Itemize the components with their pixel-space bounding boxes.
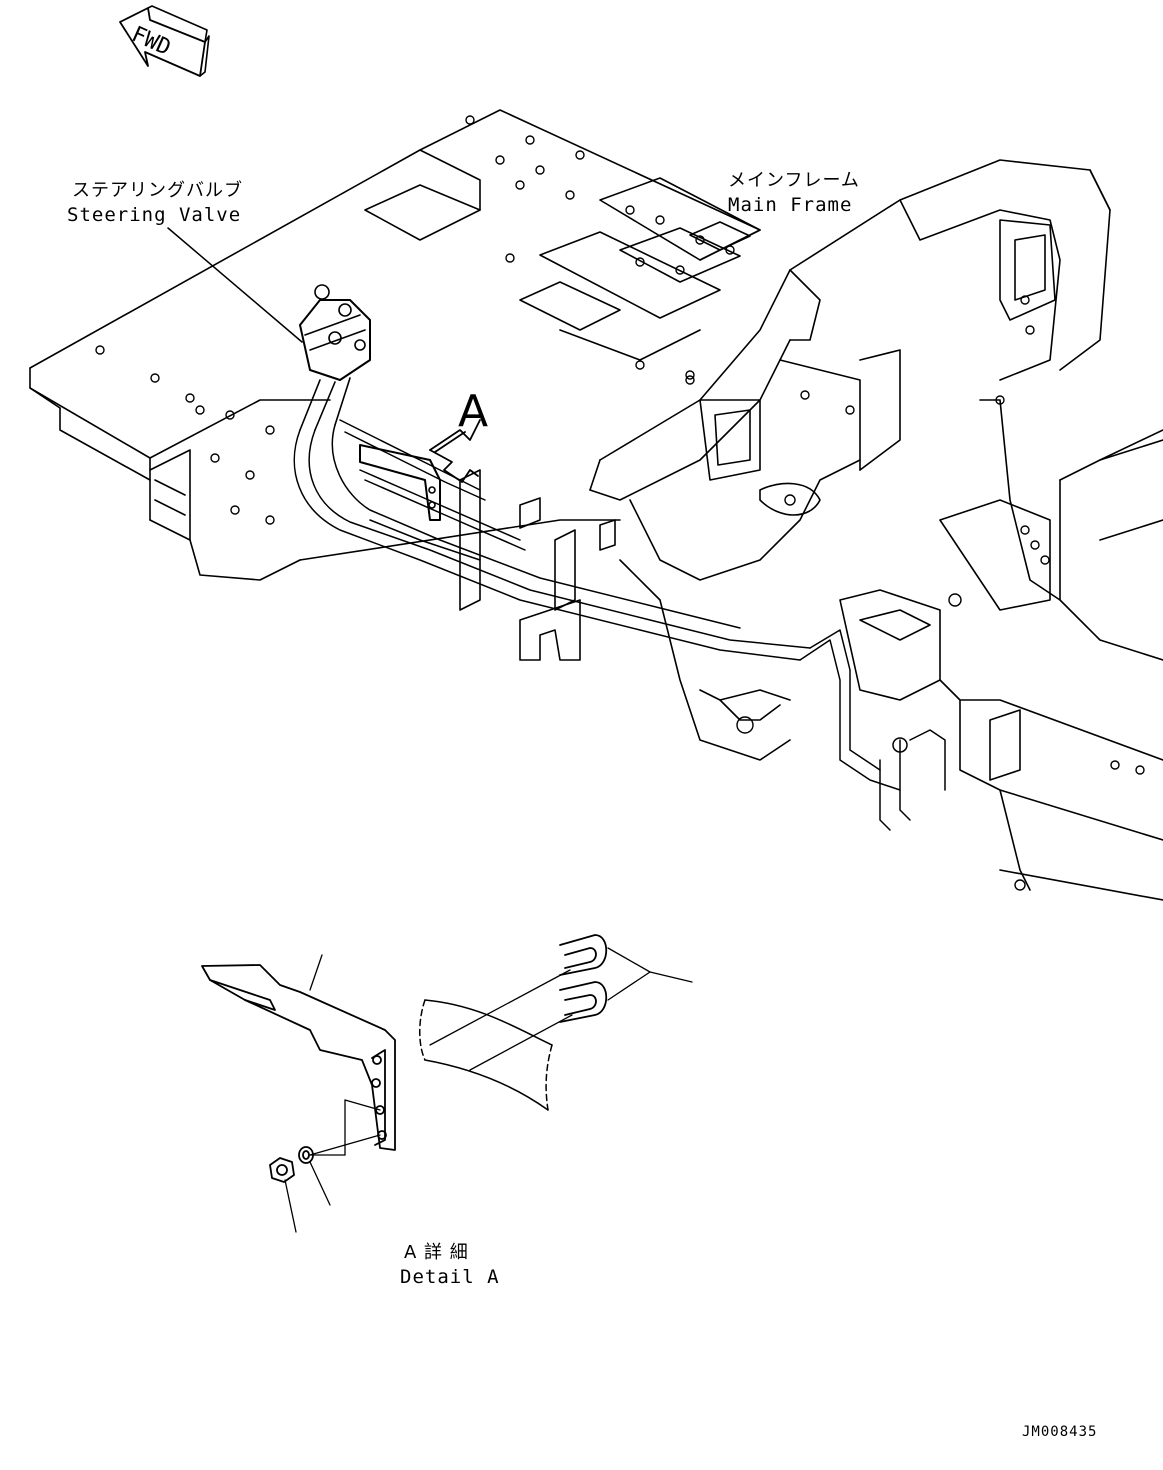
detail-u-bolts [559, 934, 608, 1023]
rear-frame [29, 109, 761, 581]
steering-valve [299, 284, 371, 431]
main-frame-label-en: Main Frame [728, 194, 853, 216]
lower-mount [519, 599, 581, 661]
detail-a-label-en: Detail A [400, 1266, 500, 1288]
view-a-callout: A [458, 386, 489, 437]
steering-valve-label-en: Steering Valve [67, 204, 242, 226]
fwd-arrow-icon [119, 5, 210, 77]
detail-a-label-jp: A 詳 細 [404, 1242, 469, 1263]
view-a-arrow-icon [429, 419, 481, 483]
steering-valve-label-jp: ステアリングバルブ [72, 180, 243, 201]
frame-bolts [95, 115, 735, 525]
steering-hoses [293, 419, 811, 661]
detail-washer-icon [298, 1146, 314, 1164]
detail-pipe [419, 999, 553, 1111]
main-hoses [799, 629, 946, 831]
detail-leaders [284, 947, 693, 1233]
drawing-number: JM008435 [1022, 1424, 1098, 1440]
main-frame-bolts [685, 295, 1145, 891]
detail-nut-icon [269, 1157, 295, 1183]
hose-bracket-installed [359, 444, 441, 521]
main-frame [589, 159, 1163, 901]
steering-valve-leader [167, 227, 303, 343]
main-frame-label-jp: メインフレーム [728, 170, 860, 191]
detail-bracket [201, 964, 396, 1151]
